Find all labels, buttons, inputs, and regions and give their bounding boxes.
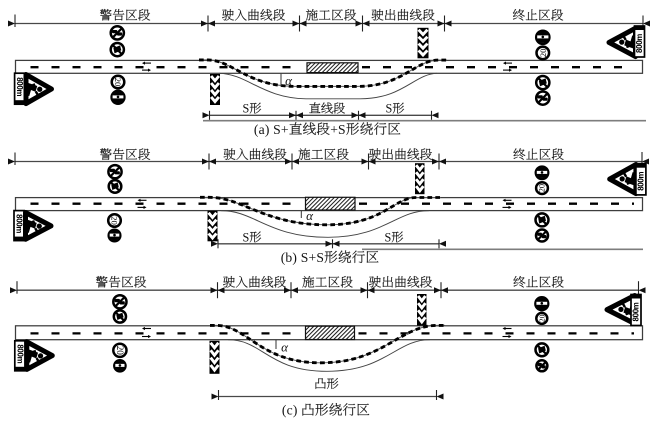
svg-text:α: α <box>285 73 293 88</box>
svg-text:20: 20 <box>537 314 546 322</box>
svg-text:800m: 800m <box>636 172 645 191</box>
svg-text:(c): (c) <box>282 403 298 419</box>
svg-text:800m: 800m <box>15 214 24 233</box>
svg-text:800m: 800m <box>15 77 24 96</box>
svg-text:(a) S+: (a) S+ <box>254 122 289 138</box>
svg-text:S: S <box>385 230 392 244</box>
svg-text:S: S <box>243 230 250 244</box>
svg-text:20: 20 <box>538 184 547 192</box>
svg-text:20: 20 <box>538 48 548 57</box>
svg-text:20: 20 <box>110 216 120 225</box>
svg-text:20: 20 <box>113 78 123 87</box>
svg-text:α: α <box>306 208 314 223</box>
svg-text:+S: +S <box>330 122 346 137</box>
svg-text:800m: 800m <box>15 344 24 363</box>
svg-text:20: 20 <box>115 346 125 356</box>
svg-text:(b) S+S: (b) S+S <box>281 250 324 266</box>
svg-text:S: S <box>386 102 393 116</box>
svg-text:800m: 800m <box>632 302 641 321</box>
svg-text:α: α <box>281 340 289 355</box>
svg-text:S: S <box>243 102 250 116</box>
svg-text:800m: 800m <box>635 34 644 53</box>
